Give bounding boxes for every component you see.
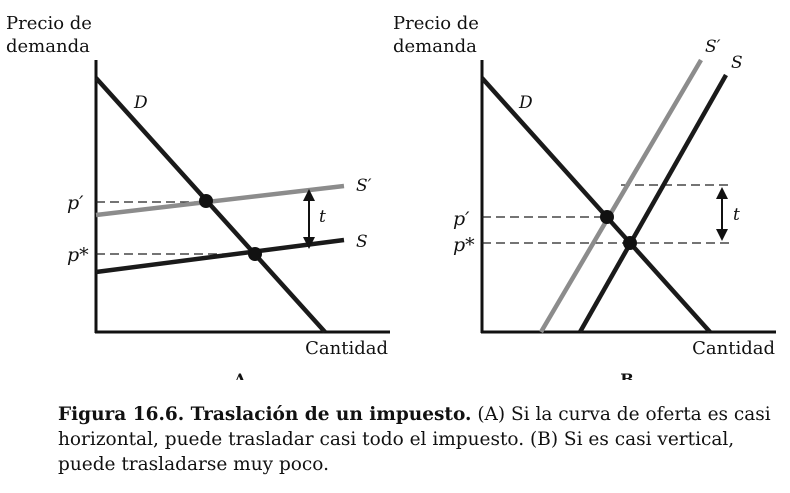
panel-a-tax-label: t bbox=[319, 207, 326, 227]
panel-a-demand-label: D bbox=[133, 93, 148, 113]
panel-b-price-before-label: p* bbox=[453, 234, 475, 256]
panel-a-y-axis-label-line2: demanda bbox=[6, 36, 90, 57]
panel-a-tax-arrow bbox=[303, 189, 315, 249]
panel-b-tax-label: t bbox=[733, 205, 740, 225]
panel-a-y-axis-label-line1: Precio de bbox=[6, 13, 92, 34]
panel-b-y-axis-label-line2: demanda bbox=[393, 36, 477, 57]
panel-b-label: B bbox=[620, 370, 634, 380]
panel-b-price-after-label: p′ bbox=[453, 208, 470, 230]
panel-b-x-axis-label: Cantidad bbox=[692, 338, 775, 359]
panel-a-x-axis-label: Cantidad bbox=[305, 338, 388, 359]
panel-a-shifted-supply-curve bbox=[95, 183, 345, 218]
panel-a-shifted-supply-label: S′ bbox=[356, 176, 372, 196]
panel-a-supply-curve bbox=[95, 237, 345, 275]
figure-caption: Figura 16.6. Traslación de un impuesto. … bbox=[58, 402, 778, 477]
panel-a-price-before-label: p* bbox=[67, 244, 89, 266]
panel-b: Precio de demanda D S′ S p′ p* t Cantida… bbox=[393, 13, 776, 380]
panel-a-supply-label: S bbox=[356, 232, 368, 252]
panel-b-supply-label: S bbox=[731, 53, 743, 73]
caption-title: Figura 16.6. Traslación de un impuesto. bbox=[58, 404, 472, 425]
panel-b-y-axis-label-line1: Precio de bbox=[393, 13, 479, 34]
panel-a-label: A bbox=[233, 370, 247, 380]
panel-b-demand-curve bbox=[480, 76, 712, 334]
panel-b-demand-label: D bbox=[518, 93, 533, 113]
panel-b-old-equilibrium-point bbox=[623, 236, 637, 250]
panel-b-shifted-supply-curve bbox=[539, 58, 703, 334]
panel-b-new-equilibrium-point bbox=[600, 210, 614, 224]
panel-a: Precio de demanda D S′ S p′ p* t Cantida… bbox=[6, 13, 390, 380]
panel-b-shifted-supply-label: S′ bbox=[705, 37, 721, 57]
panel-b-supply-curve bbox=[578, 73, 728, 334]
panel-a-old-equilibrium-point bbox=[248, 247, 262, 261]
panel-b-tax-arrow bbox=[716, 187, 728, 241]
tax-incidence-figure: Precio de demanda D S′ S p′ p* t Cantida… bbox=[6, 13, 776, 380]
panel-a-new-equilibrium-point bbox=[199, 194, 213, 208]
panel-a-price-after-label: p′ bbox=[67, 192, 84, 214]
caption-text: (A) Si la curva de oferta es casi horizo… bbox=[58, 404, 771, 475]
